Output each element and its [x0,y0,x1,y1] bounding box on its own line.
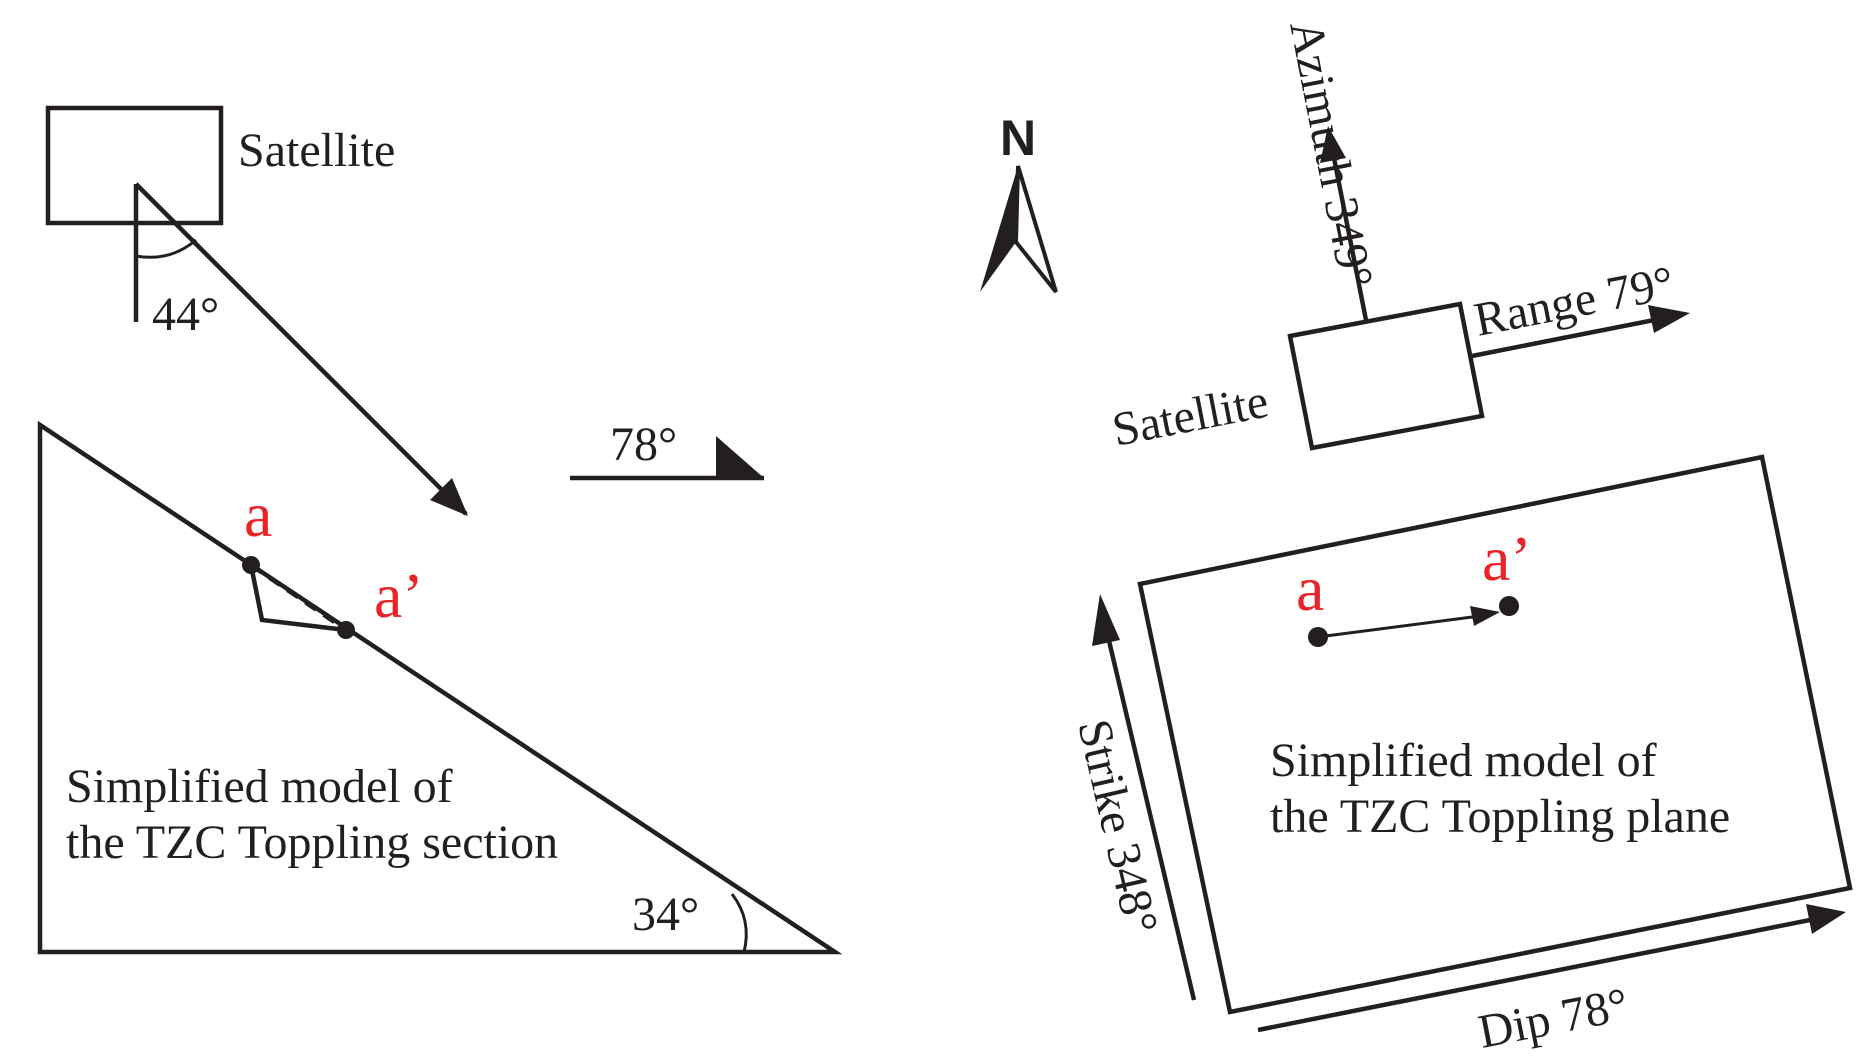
point-a-prime-marker-right [1499,596,1519,616]
line-of-sight-arrowhead [430,478,468,516]
point-a-prime-marker-left [337,621,355,639]
point-a-label-right: a [1296,553,1324,624]
satellite-label-left: Satellite [238,124,395,177]
line-of-sight-arrow [134,182,468,516]
slope-angle-arc [730,893,748,953]
range-arrowhead [1648,305,1690,333]
direction-angle-label: 78° [610,418,677,471]
direction-indicator-triangle [716,436,764,478]
incidence-angle-arc [135,238,197,259]
north-label: N [1000,110,1036,166]
section-caption-line1: Simplified model of [66,760,453,813]
range-arrow [1471,317,1655,359]
right-plane-panel: N Satellite Azimuth 349° Range 79° Strik… [980,16,1853,1059]
toppling-plane-rectangle [1137,454,1853,1015]
strike-arrow [1103,627,1197,1001]
displacement-vector-arrowhead [1470,606,1500,626]
strike-arrowhead [1092,594,1120,646]
dip-label: Dip 78° [1474,978,1633,1059]
azimuth-arrowhead [1320,126,1346,163]
section-caption-line2: the TZC Toppling section [66,816,558,869]
range-label: Range 79° [1470,256,1678,347]
north-arrow-icon [980,165,1058,294]
toppling-block-outline [248,564,347,633]
azimuth-label: Azimuth 349° [1279,16,1383,292]
displacement-dashed-line [249,563,348,632]
plane-caption-line1: Simplified model of [1270,734,1657,787]
point-a-label-left: a [244,479,272,550]
dip-arrow [1257,915,1821,1033]
point-a-prime-label-right: a’ [1482,523,1532,594]
point-a-prime-label-left: a’ [374,560,424,631]
slope-section-triangle [37,420,843,955]
satellite-label-right: Satellite [1108,375,1273,457]
azimuth-arrow [1330,152,1369,321]
displacement-vector [1317,614,1481,639]
slope-angle-label: 34° [632,888,699,941]
dip-arrowhead [1806,904,1846,934]
satellite-box-right [1287,301,1485,451]
incidence-angle-label: 44° [152,288,219,341]
plane-caption-line2: the TZC Toppling plane [1270,790,1730,843]
left-section-panel: Satellite 44° 78° 34° a a’ Simplified mo… [37,105,843,955]
